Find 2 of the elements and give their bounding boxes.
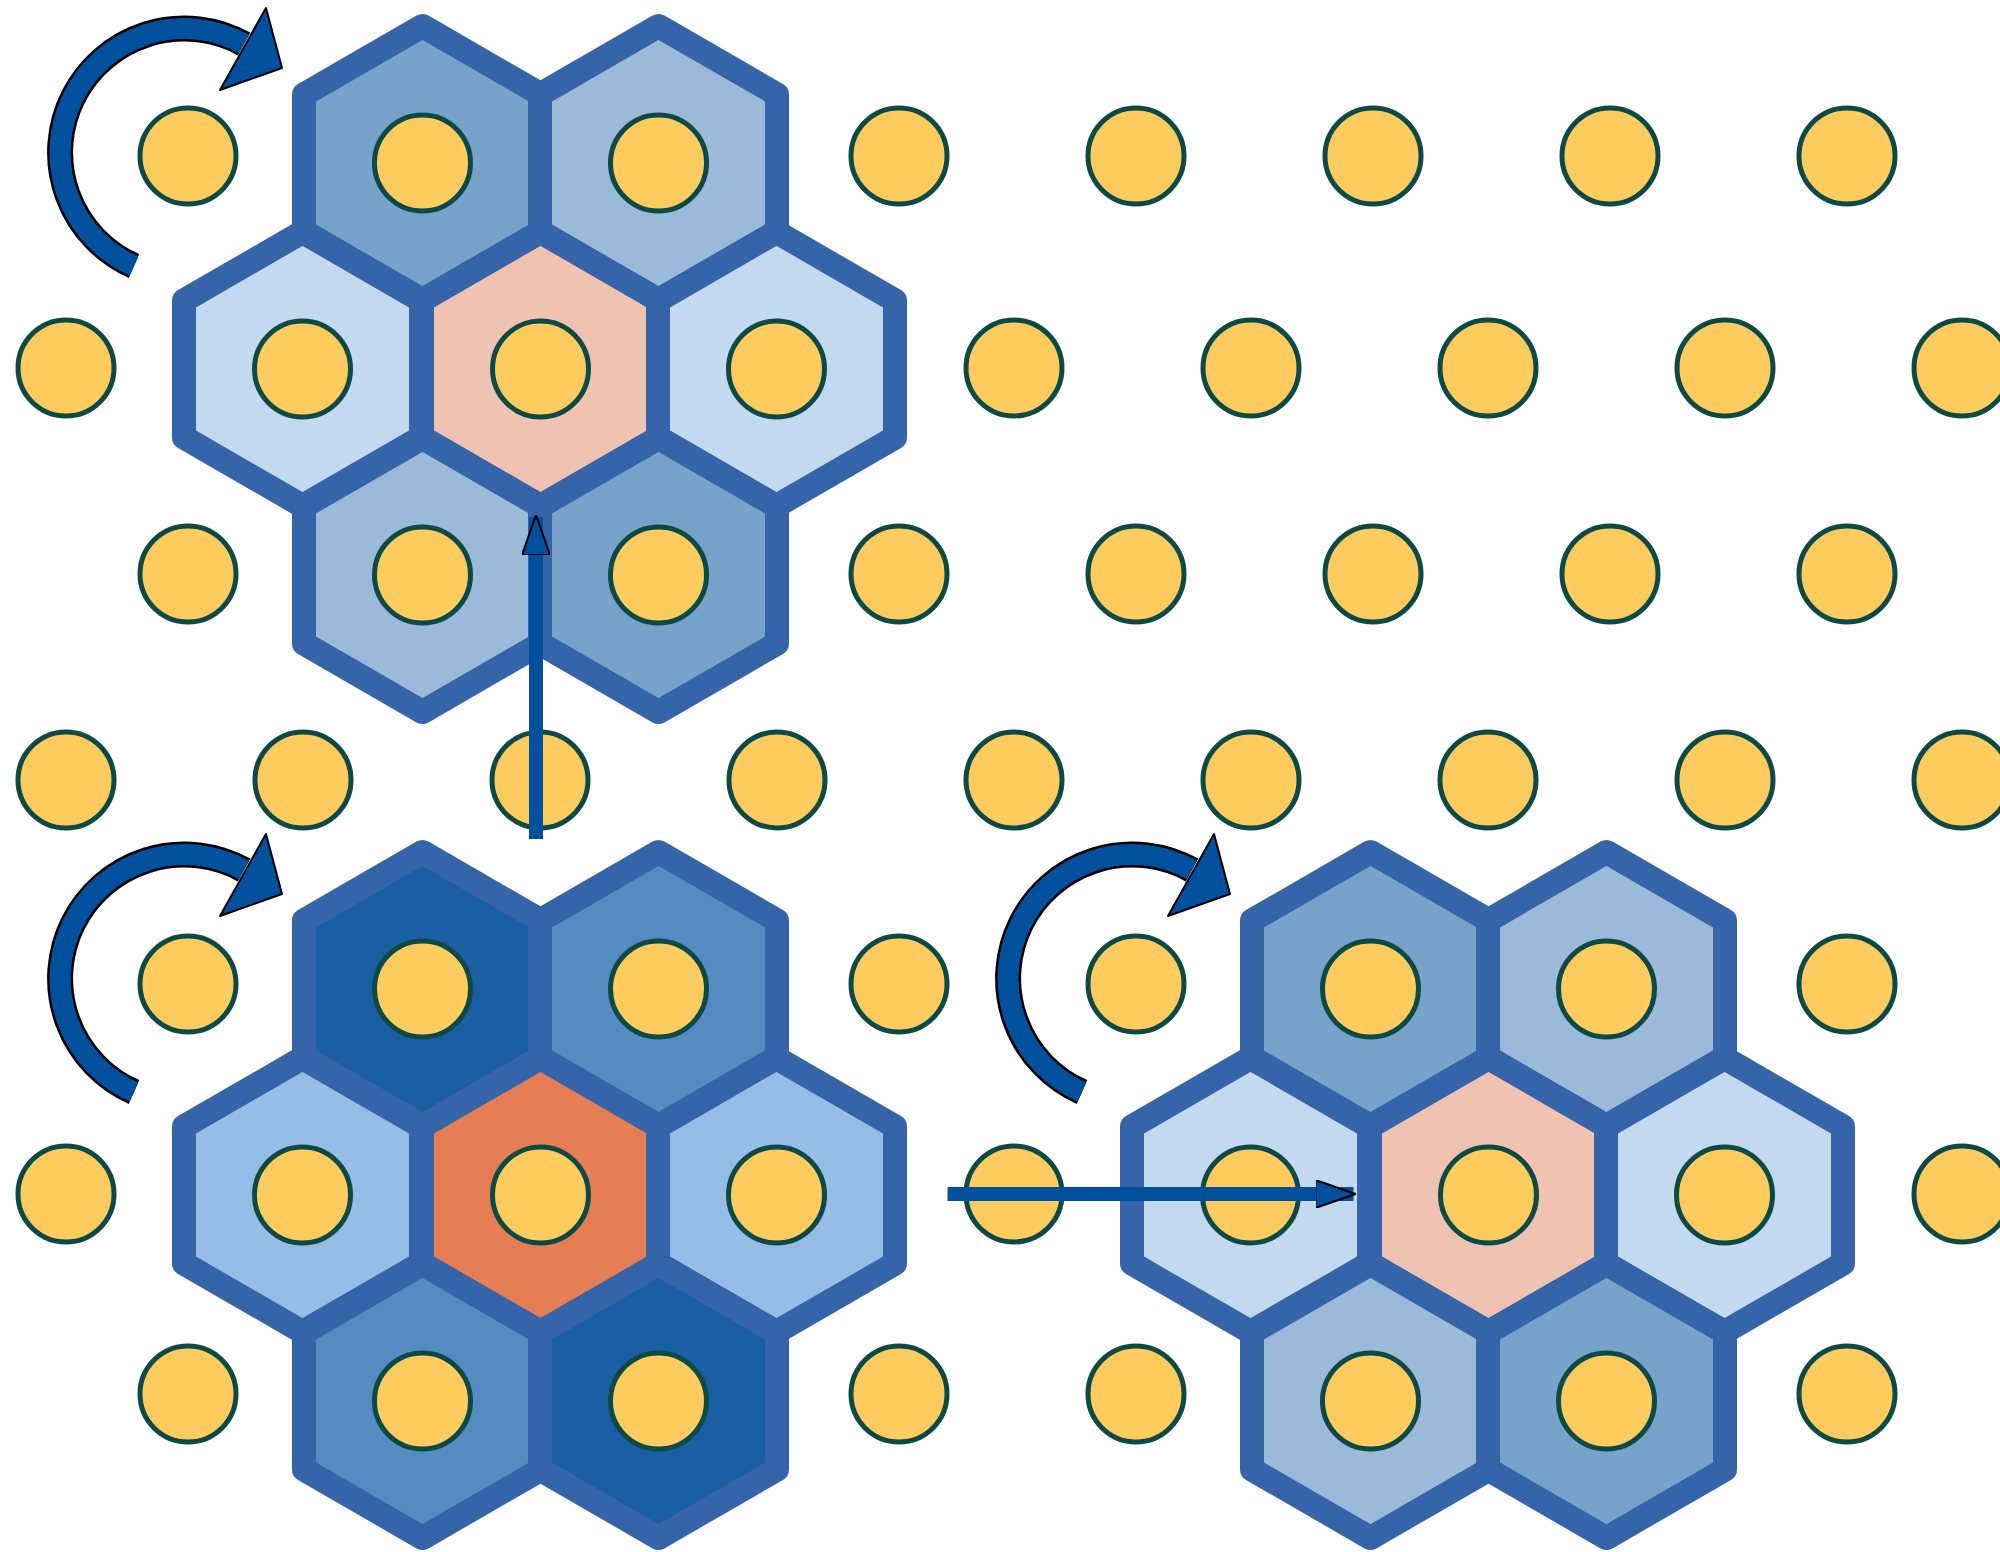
arrow [521,514,551,839]
arrow [947,1179,1357,1209]
